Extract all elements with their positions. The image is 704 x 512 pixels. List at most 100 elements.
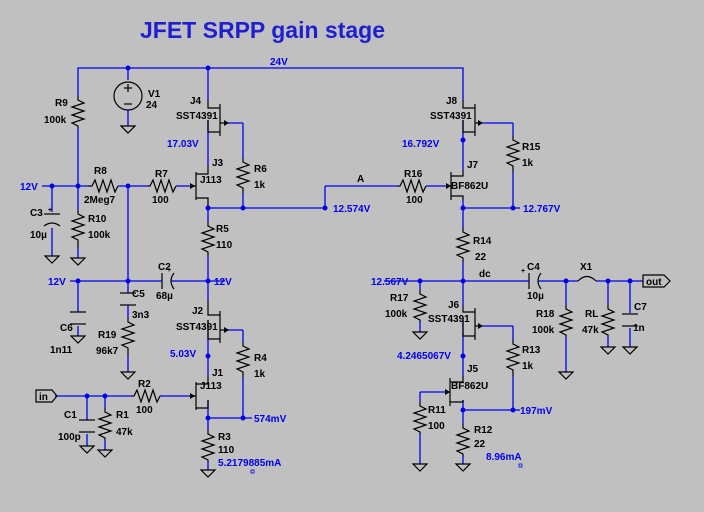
j4-ref: J4 xyxy=(190,96,202,107)
c3-value: 10µ xyxy=(30,230,47,241)
input-port[interactable]: in xyxy=(35,389,58,403)
net-label-12v-mid: 12V xyxy=(48,277,66,288)
resistor-r6 xyxy=(235,158,251,194)
r7-value: 100 xyxy=(152,195,169,206)
c2-ref: C2 xyxy=(158,262,171,273)
j1-value: J113 xyxy=(200,381,222,392)
net-label-5-03v: 5.03V xyxy=(170,349,196,360)
jfet-j2 xyxy=(207,300,229,343)
jfet-j1 xyxy=(190,377,209,410)
r17-value: 100k xyxy=(385,309,408,320)
r4-value: 1k xyxy=(254,369,266,380)
net-label-12-767v: 12.767V xyxy=(523,204,561,215)
net-label-dc: dc xyxy=(479,269,491,280)
resistor-r4 xyxy=(235,342,251,378)
j4-value: SST4391 xyxy=(176,111,218,122)
c1-ref: C1 xyxy=(64,410,77,421)
output-port-label: out xyxy=(646,277,662,288)
capacitor-c6 xyxy=(70,311,86,325)
r19-value: 96k7 xyxy=(96,346,119,357)
net-label-12v-right: 12V xyxy=(214,277,232,288)
r13-value: 1k xyxy=(522,361,534,372)
jfet-j7 xyxy=(446,170,464,200)
r2-value: 100 xyxy=(136,405,153,416)
switch-x1 xyxy=(577,275,597,282)
input-port-label: in xyxy=(39,392,48,403)
r17-ref: R17 xyxy=(390,293,409,304)
net-label-17-03v: 17.03V xyxy=(167,139,199,150)
net-label-12-567v: 12.567V xyxy=(371,277,409,288)
j3-ref: J3 xyxy=(212,158,224,169)
resistor-r8 xyxy=(88,178,119,194)
ground-symbol xyxy=(411,331,429,340)
j5-ref: J5 xyxy=(467,364,479,375)
schematic-title: JFET SRPP gain stage xyxy=(140,17,385,43)
r11-value: 100 xyxy=(428,421,445,432)
r13-ref: R13 xyxy=(522,345,541,356)
output-port[interactable]: out xyxy=(642,274,671,288)
ground-symbol xyxy=(621,346,639,355)
net-label-197mv: 197mV xyxy=(520,406,553,417)
c6-ref: C6 xyxy=(60,323,73,334)
capacitor-c7 xyxy=(622,313,638,327)
r2-ref: R2 xyxy=(138,379,151,390)
r3-value: 110 xyxy=(218,445,235,456)
c7-value: 1n xyxy=(633,323,645,334)
net-label-5-2179885ma: 5.2179885mA xyxy=(218,458,281,469)
jfet-j4 xyxy=(207,100,229,136)
net-label-4-2465067v: 4.2465067V xyxy=(397,351,451,362)
r18-value: 100k xyxy=(532,325,555,336)
v1-value: 24 xyxy=(146,100,158,111)
r5-ref: R5 xyxy=(216,224,229,235)
r12-ref: R12 xyxy=(474,425,493,436)
ground-symbol xyxy=(69,257,87,266)
ground-symbol xyxy=(411,463,429,472)
resistor-r14 xyxy=(455,228,471,262)
r14-value: 22 xyxy=(475,252,487,263)
r6-value: 1k xyxy=(254,180,266,191)
net-label-12v-top: 12V xyxy=(20,182,38,193)
j7-ref: J7 xyxy=(467,160,479,171)
ground-symbol xyxy=(557,371,575,380)
capacitor-c2: + xyxy=(155,267,180,290)
capacitor-c3: + xyxy=(43,207,61,227)
net-label-12-574v: 12.574V xyxy=(333,204,371,215)
r8-value: 2Meg7 xyxy=(84,195,116,206)
resistor-r19 xyxy=(120,318,136,356)
resistor-r5 xyxy=(200,222,216,256)
resistor-r11 xyxy=(412,402,428,434)
net-label-a: A xyxy=(357,174,364,185)
r16-ref: R16 xyxy=(404,169,423,180)
j8-value: SST4391 xyxy=(430,111,472,122)
r11-ref: R11 xyxy=(428,405,446,416)
j6-value: SST4391 xyxy=(428,314,470,325)
jfet-j5 xyxy=(445,376,464,406)
j5-value: BF862U xyxy=(451,381,488,392)
r1-value: 47k xyxy=(116,427,133,438)
r15-ref: R15 xyxy=(522,142,541,153)
resistor-r17 xyxy=(412,290,428,322)
resistor-r15 xyxy=(505,136,521,172)
r3-ref: R3 xyxy=(218,432,231,443)
ground-symbol xyxy=(69,335,87,344)
resistor-r3 xyxy=(200,430,216,462)
svg-text:+: + xyxy=(48,207,52,214)
ground-symbol xyxy=(119,371,137,380)
svg-text:+: + xyxy=(521,268,525,275)
j6-ref: J6 xyxy=(448,300,460,311)
x1-ref: X1 xyxy=(580,262,593,273)
r12-value: 22 xyxy=(474,439,486,450)
r14-ref: R14 xyxy=(473,236,492,247)
r15-value: 1k xyxy=(522,158,534,169)
j3-value: J113 xyxy=(200,175,222,186)
r16-value: 100 xyxy=(406,195,423,206)
resistor-r9 xyxy=(70,96,86,128)
ground-symbol xyxy=(454,463,472,472)
supply-v1 xyxy=(113,81,143,134)
c5-value: 3n3 xyxy=(132,310,150,321)
c2-value: 68µ xyxy=(156,291,173,302)
resistor-r16 xyxy=(398,178,427,194)
c6-value: 1n11 xyxy=(50,345,73,356)
r9-value: 100k xyxy=(44,115,67,126)
r4-ref: R4 xyxy=(254,353,267,364)
